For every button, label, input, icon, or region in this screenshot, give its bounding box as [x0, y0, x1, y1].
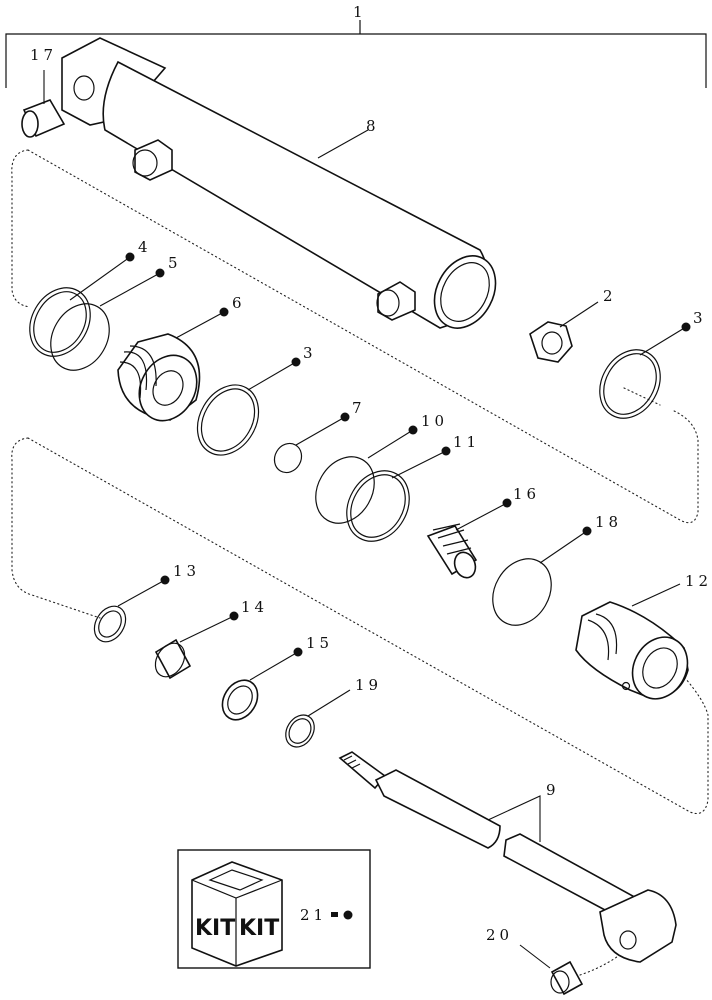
kit-label-left: KIT	[195, 916, 235, 941]
callout-8: 8	[366, 117, 380, 135]
seal-ring-part-3-upper	[599, 349, 661, 419]
backup-ring-part-4	[29, 287, 91, 357]
callout-11: 11	[453, 433, 480, 451]
backup-ring-part-11	[346, 470, 410, 542]
callout-15: 15	[306, 634, 333, 652]
gland-part-12	[575, 601, 689, 700]
callout-dot-21	[343, 910, 353, 920]
callout-16: 16	[513, 485, 540, 503]
barrel-tube-part-8	[61, 37, 497, 329]
callout-3-lower: 3	[303, 344, 317, 362]
callout-13: 13	[173, 562, 200, 580]
callout-2: 2	[603, 287, 617, 305]
callout-18: 18	[595, 513, 622, 531]
spacer-part-16	[426, 523, 478, 579]
callout-20: 20	[486, 926, 513, 944]
o-ring-part-5	[50, 303, 110, 371]
callout-21: 21	[300, 906, 327, 924]
seal-kit-box: KIT KIT 21	[177, 849, 371, 969]
callout-9: 9	[546, 781, 560, 799]
piston-rod-part-9	[338, 751, 677, 963]
callout-6: 6	[232, 294, 246, 312]
callout-5: 5	[168, 254, 182, 272]
nut-part-2	[529, 321, 573, 363]
bushing-part-17	[21, 99, 66, 138]
callout-1: 1	[353, 3, 367, 21]
o-ring-part-10	[315, 456, 375, 524]
wiper-part-13	[93, 605, 127, 643]
callout-12: 12	[685, 572, 712, 590]
callout-19: 19	[355, 676, 382, 694]
callout-dot-21-square	[331, 912, 338, 917]
bushing-part-14	[154, 638, 192, 680]
bushing-part-20	[550, 960, 584, 996]
assembly-bracket: 1	[5, 3, 707, 88]
callout-7: 7	[352, 399, 366, 417]
piston-part-6	[117, 333, 201, 422]
o-ring-part-18	[492, 558, 552, 626]
o-ring-part-7	[273, 442, 303, 474]
callout-17: 17	[30, 46, 57, 64]
callout-4: 4	[138, 238, 152, 256]
seal-ring-part-3-lower	[196, 384, 260, 456]
rod-seal-part-15	[221, 679, 259, 721]
callout-14: 14	[241, 598, 268, 616]
o-ring-part-19	[285, 714, 315, 748]
dotted-grouping-lines	[11, 149, 709, 976]
callout-10: 10	[421, 412, 448, 430]
kit-label-right: KIT	[239, 916, 279, 941]
callout-3-upper: 3	[693, 309, 707, 327]
